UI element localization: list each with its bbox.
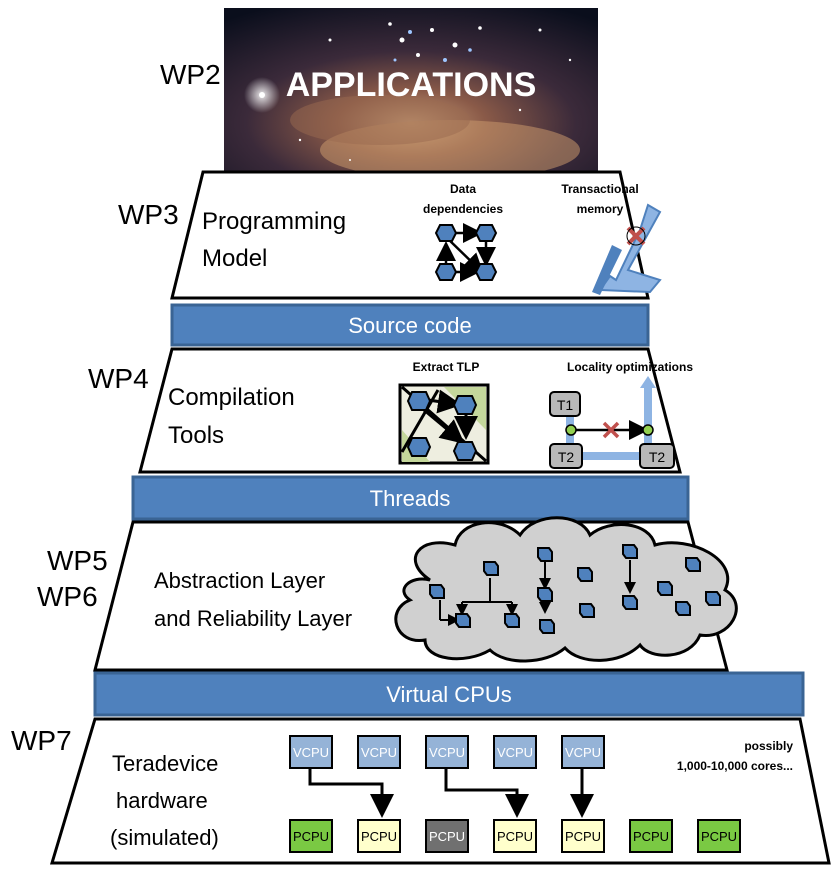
vcpu-label: VCPU bbox=[565, 745, 601, 760]
svg-text:T1: T1 bbox=[557, 397, 574, 413]
locality-optimizations-caption: Locality optimizations bbox=[567, 360, 693, 374]
pcpu-box-idle: PCPU bbox=[697, 819, 741, 853]
hardware-title-line2: hardware bbox=[116, 788, 208, 813]
pcpu-box-failed: PCPU bbox=[425, 819, 469, 853]
vcpu-label: VCPU bbox=[361, 745, 397, 760]
pcpu-label: PCPU bbox=[565, 829, 601, 844]
pcpu-box-mapped: PCPU bbox=[561, 819, 605, 853]
wp7-label: WP7 bbox=[11, 725, 72, 756]
applications-banner: APPLICATIONS bbox=[224, 8, 598, 180]
band-threads bbox=[131, 475, 690, 521]
wp5-label: WP5 bbox=[47, 545, 108, 576]
abstraction-title-line2: and Reliability Layer bbox=[154, 606, 352, 631]
band-source-code bbox=[170, 303, 650, 347]
hardware-title-line1: Teradevice bbox=[112, 751, 218, 776]
band-threads-label: Threads bbox=[370, 486, 451, 511]
vcpu-to-pcpu-mapping bbox=[308, 768, 594, 818]
extract-tlp-icon bbox=[398, 383, 490, 465]
vcpu-box: VCPU bbox=[493, 735, 537, 769]
task-cloud-icon bbox=[394, 516, 738, 663]
band-virtual-cpus bbox=[93, 671, 805, 717]
vcpu-label: VCPU bbox=[429, 745, 465, 760]
cores-note-line1: possibly bbox=[744, 739, 793, 753]
vcpu-box: VCPU bbox=[561, 735, 605, 769]
transactional-memory-icon bbox=[592, 203, 662, 295]
pcpu-box-idle: PCPU bbox=[629, 819, 673, 853]
wp6-label: WP6 bbox=[37, 581, 98, 612]
vcpu-label: VCPU bbox=[293, 745, 329, 760]
dependency-graph-icon bbox=[434, 223, 498, 282]
pcpu-label: PCPU bbox=[701, 829, 737, 844]
svg-text:T2: T2 bbox=[558, 449, 575, 465]
wp2-label: WP2 bbox=[160, 59, 221, 90]
layer-programming-model bbox=[170, 170, 650, 300]
vcpu-label: VCPU bbox=[497, 745, 533, 760]
compilation-tools-title-line2: Tools bbox=[168, 422, 224, 449]
wp3-label: WP3 bbox=[118, 199, 179, 230]
vcpu-row: VCPU VCPU VCPU VCPU VCPU bbox=[289, 735, 605, 769]
pcpu-label: PCPU bbox=[293, 829, 329, 844]
pcpu-box-idle: PCPU bbox=[289, 819, 333, 853]
pcpu-label: PCPU bbox=[497, 829, 533, 844]
band-virtual-cpus-label: Virtual CPUs bbox=[386, 682, 512, 707]
applications-title: APPLICATIONS bbox=[286, 66, 537, 104]
pcpu-row: PCPU PCPU PCPU PCPU PCPU PCPU PCPU bbox=[289, 819, 741, 853]
pcpu-label: PCPU bbox=[361, 829, 397, 844]
vcpu-box: VCPU bbox=[289, 735, 333, 769]
compilation-tools-title-line1: Compilation bbox=[168, 384, 295, 411]
vcpu-box: VCPU bbox=[425, 735, 469, 769]
pcpu-label: PCPU bbox=[429, 829, 465, 844]
vcpu-box: VCPU bbox=[357, 735, 401, 769]
band-source-code-label: Source code bbox=[348, 313, 472, 338]
extract-tlp-caption: Extract TLP bbox=[413, 360, 480, 374]
svg-text:T2: T2 bbox=[649, 449, 666, 465]
abstraction-title-line1: Abstraction Layer bbox=[154, 568, 325, 593]
hardware-title-line3: (simulated) bbox=[110, 825, 219, 850]
cores-note-line2: 1,000-10,000 cores... bbox=[677, 759, 793, 773]
programming-model-title-line2: Model bbox=[202, 245, 267, 272]
wp4-label: WP4 bbox=[88, 363, 149, 394]
programming-model-title-line1: Programming bbox=[202, 208, 346, 235]
pcpu-label: PCPU bbox=[633, 829, 669, 844]
pcpu-box-mapped: PCPU bbox=[493, 819, 537, 853]
locality-optimization-icon: T1 T2 T2 bbox=[549, 376, 675, 469]
pcpu-box-mapped: PCPU bbox=[357, 819, 401, 853]
